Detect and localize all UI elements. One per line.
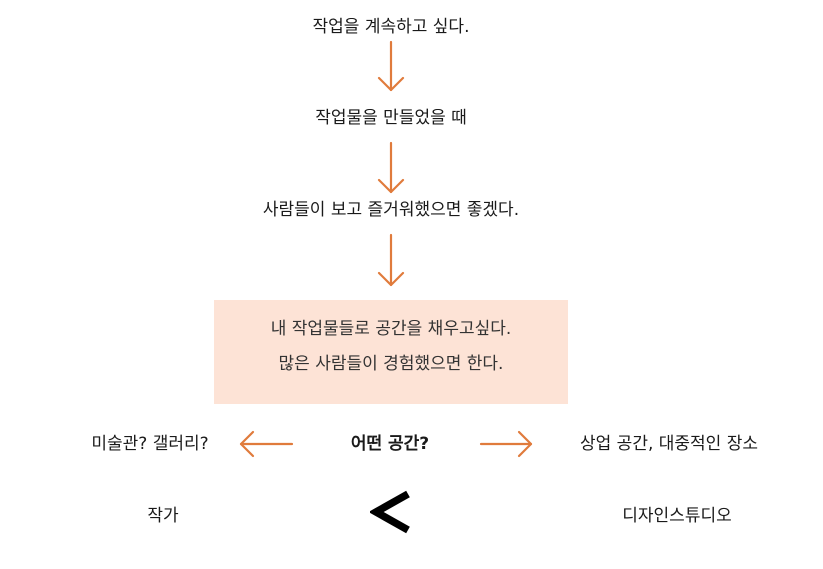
less-than-icon [370,490,410,534]
down-arrow-1-icon [377,40,405,92]
highlight-box: 내 작업물들로 공간을 채우고싶다. 많은 사람들이 경험했으면 한다. [214,300,568,404]
down-arrow-2-icon [377,141,405,194]
left-arrow-icon [239,430,294,458]
right-arrow-icon [479,430,533,458]
step-1-text: 작업을 계속하고 싶다. [312,17,470,37]
highlight-line-2: 많은 사람들이 경험했으면 한다. [278,354,504,374]
branch-right-text: 상업 공간, 대중적인 장소 [579,434,759,454]
branch-left-text: 미술관? 갤러리? [91,434,209,454]
compare-right-text: 디자인스튜디오 [622,506,732,526]
highlight-line-1: 내 작업물들로 공간을 채우고싶다. [270,319,512,339]
down-arrow-3-icon [377,233,405,287]
step-3-text: 사람들이 보고 즐거워했으면 좋겠다. [262,200,520,220]
step-2-text: 작업물을 만들었을 때 [315,108,467,128]
compare-left-text: 작가 [147,506,179,526]
branch-center-text: 어떤 공간? [350,434,430,454]
